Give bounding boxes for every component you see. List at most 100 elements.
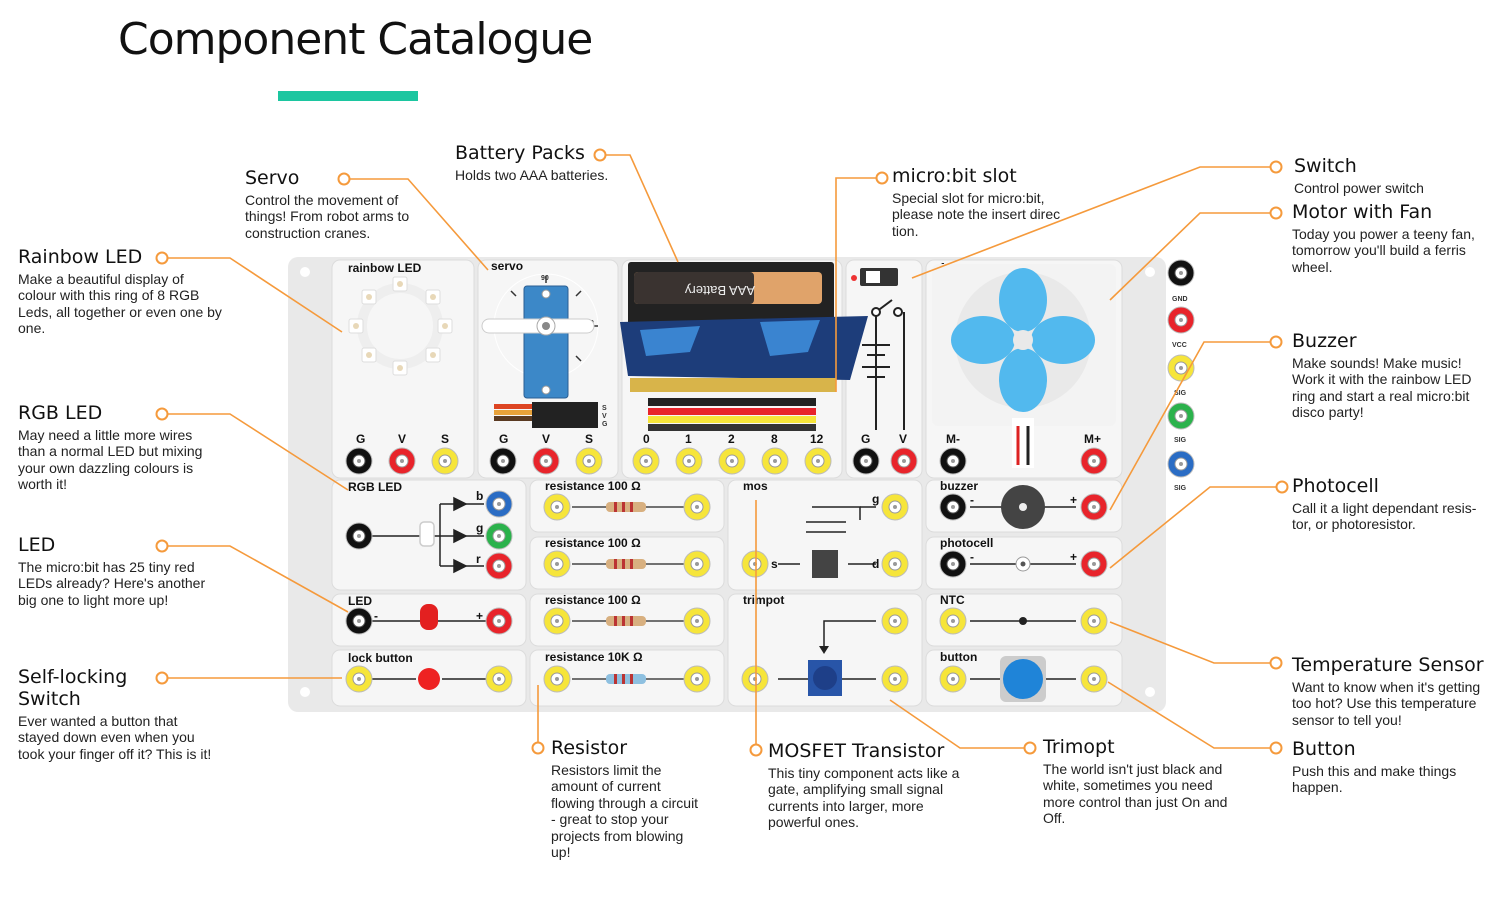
- svg-text:d: d: [872, 557, 879, 571]
- terminal-post-center: [497, 564, 501, 568]
- callout-desc: Control the movement of things! From rob…: [245, 191, 410, 241]
- callout-motor-fan: Motor with Fan Today you power a teeny f…: [1292, 201, 1492, 275]
- terminal-post-center: [357, 534, 361, 538]
- callout-desc: Push this and make things happen.: [1292, 762, 1457, 796]
- lock-button-component: [372, 666, 486, 692]
- callout-desc: The world isn't just black and white, so…: [1043, 760, 1228, 827]
- terminal-post-center: [816, 459, 820, 463]
- callout-buzzer: Buzzer Make sounds! Make music! Work it …: [1292, 330, 1492, 421]
- callout-led: LED The micro:bit has 25 tiny red LEDs a…: [18, 534, 223, 608]
- servo-component: 90 0 S V G: [481, 273, 608, 428]
- terminal-post-center: [555, 505, 559, 509]
- rgb-led-component: [372, 496, 484, 574]
- callout-desc: Holds two AAA batteries.: [455, 166, 609, 183]
- page-title: Component Catalogue: [118, 14, 593, 65]
- label-servo: servo: [491, 259, 523, 273]
- callout-title: Rainbow LED: [18, 246, 143, 268]
- rainbow-led-ring: [348, 276, 453, 376]
- callout-rgb-led: RGB LED May need a little more wires tha…: [18, 402, 223, 493]
- callout-desc: May need a little more wires than a norm…: [18, 426, 203, 493]
- callout-desc: The micro:bit has 25 tiny red LEDs alrea…: [18, 558, 206, 608]
- svg-text:S: S: [441, 432, 449, 446]
- terminal-post-center: [1092, 619, 1096, 623]
- terminal-post-center: [1179, 271, 1183, 275]
- svg-text:V: V: [899, 432, 907, 446]
- svg-text:8: 8: [771, 432, 778, 446]
- terminal-post-center: [1092, 505, 1096, 509]
- terminal-post-center: [587, 459, 591, 463]
- terminal-post-center: [1179, 462, 1183, 466]
- callout-desc: This tiny component acts like a gate, am…: [768, 764, 960, 831]
- callout-title: Motor with Fan: [1292, 201, 1433, 223]
- terminal-post-center: [951, 505, 955, 509]
- mosfet-component: [778, 506, 876, 578]
- svg-text:VCC: VCC: [1172, 342, 1187, 349]
- callout-rainbow-led: Rainbow LED Make a beautiful display of …: [18, 246, 223, 337]
- svg-text:s: s: [771, 557, 778, 571]
- callout-desc: Control power switch: [1294, 179, 1424, 196]
- power-switch: [851, 268, 905, 430]
- terminal-post-center: [902, 459, 906, 463]
- svg-text:g: g: [872, 492, 879, 506]
- button-component: [970, 656, 1076, 702]
- svg-text:-: -: [374, 609, 378, 623]
- callout-microbit-slot: micro:bit slot Special slot for micro:bi…: [892, 165, 1082, 239]
- svg-text:SIG: SIG: [1174, 485, 1187, 492]
- terminal-post-center: [695, 505, 699, 509]
- svg-text:2: 2: [728, 432, 735, 446]
- terminal-post-center: [357, 459, 361, 463]
- callout-title: Buzzer: [1292, 330, 1357, 352]
- trimpot-component: [778, 620, 876, 696]
- svg-text:G: G: [602, 421, 608, 428]
- terminal-post-center: [443, 459, 447, 463]
- svg-text:90: 90: [541, 275, 549, 282]
- terminal-post-center: [497, 619, 501, 623]
- terminal-post-center: [730, 459, 734, 463]
- terminal-post-center: [951, 562, 955, 566]
- callout-switch: Switch Control power switch: [1294, 155, 1484, 196]
- label-rainbow-led: rainbow LED: [348, 261, 422, 275]
- svg-text:SIG: SIG: [1174, 390, 1187, 397]
- callout-mosfet: MOSFET Transistor This tiny component ac…: [768, 740, 968, 831]
- svg-text:b: b: [476, 489, 483, 503]
- terminal-post-center: [497, 677, 501, 681]
- callout-desc: Make sounds! Make music! Work it with th…: [1292, 354, 1472, 421]
- label-button: button: [940, 650, 977, 664]
- terminal-post-center: [497, 534, 501, 538]
- callout-desc: Today you power a teeny fan, tomorrow yo…: [1292, 225, 1475, 275]
- terminal-post-center: [951, 459, 955, 463]
- leader-endpoints: [155, 148, 1289, 757]
- callout-button: Button Push this and make things happen.: [1292, 738, 1482, 796]
- svg-text:S: S: [602, 405, 607, 412]
- terminal-post-center: [951, 619, 955, 623]
- svg-text:M+: M+: [1084, 432, 1101, 446]
- callout-desc: Special slot for micro:bit, please note …: [892, 189, 1061, 239]
- led-component: - +: [372, 604, 486, 630]
- label-mos: mos: [743, 479, 768, 493]
- callout-servo: Servo Control the movement of things! Fr…: [245, 167, 435, 241]
- callout-title: Button: [1292, 738, 1356, 760]
- terminal-post-center: [1179, 366, 1183, 370]
- label-rgb-led: RGB LED: [348, 480, 402, 494]
- label-resistance-2: resistance 100 Ω: [545, 536, 641, 550]
- terminal-post-center: [555, 562, 559, 566]
- terminal-post-center: [893, 677, 897, 681]
- svg-text:AAA Battery: AAA Battery: [684, 283, 755, 298]
- callout-title: Battery Packs: [455, 142, 585, 164]
- svg-text:g: g: [476, 521, 483, 535]
- terminal-post-center: [687, 459, 691, 463]
- terminal-post-center: [864, 459, 868, 463]
- title-underline: [278, 91, 418, 101]
- terminal-post-center: [773, 459, 777, 463]
- callout-title: Trimopt: [1043, 736, 1115, 758]
- svg-text:V: V: [398, 432, 406, 446]
- callout-title: Switch: [1294, 155, 1357, 177]
- svg-text:0: 0: [643, 432, 650, 446]
- svg-text:+: +: [476, 609, 483, 623]
- terminal-post-center: [357, 677, 361, 681]
- callout-title: Self-locking Switch: [18, 666, 128, 710]
- svg-text:G: G: [499, 432, 508, 446]
- ntc-component: [970, 617, 1076, 625]
- callout-title: micro:bit slot: [892, 165, 1017, 187]
